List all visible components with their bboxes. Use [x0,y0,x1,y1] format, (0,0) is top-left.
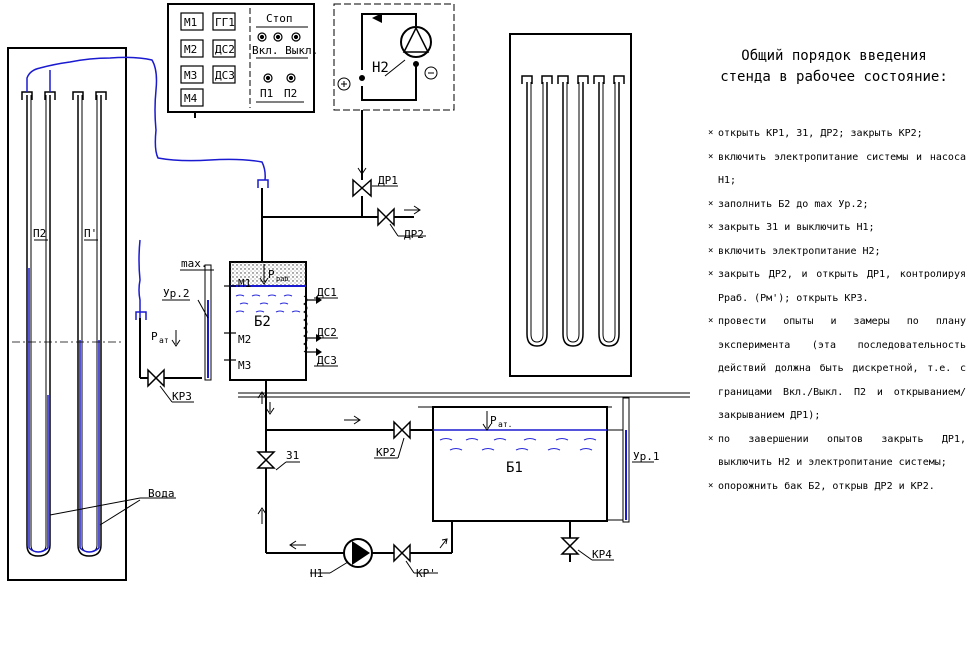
label-gauge-m3: М3 [238,359,251,372]
label-tank-b1: Б1 [506,460,523,476]
label-gauge-m1: М1 [238,277,251,290]
left-panel-frame [7,47,127,581]
label-p-at: P [490,414,497,427]
procedure-step: включить электропитание системы и насоса… [708,146,966,193]
flexible-hose [26,56,266,181]
procedure-step: опорожнить бак Б2, открыв ДР2 и КР2. [708,475,966,499]
valve-dr2[interactable] [377,207,395,227]
label-ur2: Ур.2 [163,287,190,300]
procedure-step: закрыть ДР2, и открыть ДР1, контролируя … [708,263,966,310]
indicator-lamps [257,32,301,83]
procedure-step: открыть КР1, З1, ДР2; закрыть КР2; [708,122,966,146]
label-dc3: ДС3 [317,354,337,367]
label-ds3: ДС3 [215,69,235,82]
label-p-rab-sub: раб [276,275,289,283]
label-h2: Н2 [372,60,389,76]
label-max: max. [181,257,208,270]
label-ur1: Ур.1 [633,450,660,463]
label-voda: Вода [148,487,175,500]
label-m3: M3 [184,69,197,82]
procedure-title-line2: стенда в рабочее состояние: [720,69,948,85]
procedure-steps: открыть КР1, З1, ДР2; закрыть КР2; включ… [708,122,966,498]
valve-kr3[interactable] [147,368,165,388]
right-tube-panel [509,33,632,377]
tube-fittings [21,91,107,100]
b2-gauges [224,285,236,361]
label-kr3: КР3 [172,390,192,403]
valve-dr1[interactable] [352,178,372,198]
label-p-atm-left-sub: ат [159,336,169,345]
procedure-title: Общий порядок введения стенда в рабочее … [702,46,966,88]
procedure-step: закрыть З1 и выключить Н1; [708,216,966,240]
control-panel-frame [167,3,315,113]
tube-p1 [77,95,102,557]
level-gauge-ur2 [204,264,212,381]
label-gauge-m2: М2 [238,333,251,346]
label-tube-p2: П2 [33,227,46,240]
procedure-step: по завершении опытов закрыть ДР1, выключ… [708,428,966,475]
pump-h2-box [333,3,455,111]
label-tube-p1: П' [84,227,97,240]
level-gauge-ur1 [622,397,630,523]
valve-kr1[interactable] [393,543,411,563]
label-h1: Н1 [310,567,323,580]
label-kr1: КР' [416,567,436,580]
procedure-title-line1: Общий порядок введения [741,48,927,64]
label-p-at-sub: ат. [498,420,512,429]
label-dr1: ДР1 [378,174,398,187]
label-p1: П1 [260,87,273,100]
label-dc1: ДС1 [317,286,337,299]
label-tank-b2: Б2 [254,314,271,330]
panel-buttons [180,12,236,107]
label-kr2: КР2 [376,446,396,459]
label-p-atm-left: P [151,330,158,343]
label-ds2: ДС2 [215,43,235,56]
label-m1: M1 [184,16,197,29]
tube-p2 [26,95,51,557]
label-vkl-vykl: Вкл. Выкл. [252,44,318,57]
label-m2: M2 [184,43,197,56]
label-dc2: ДС2 [317,326,337,339]
label-stop: Стоп [266,12,293,25]
procedure-step: заполнить Б2 до max Ур.2; [708,193,966,217]
ds-sensors [306,296,322,356]
procedure-step: включить электропитание Н2; [708,240,966,264]
b2-water [235,294,301,313]
tube-water [28,268,100,553]
label-kr4: КР4 [592,548,612,561]
label-m4: M4 [184,92,198,105]
label-p2: П2 [284,87,297,100]
label-p-rab: P [268,268,275,281]
b1-water [439,438,597,451]
procedure-step: провести опыты и замеры по плану экспери… [708,310,966,428]
diagram-labels: M1 ГГ1 M2 ДС2 M3 ДС3 M4 Стоп Вкл. Выкл. … [33,12,660,580]
label-z1: З1 [286,449,299,462]
valve-kr4[interactable] [560,537,580,555]
right-tubes [521,75,625,347]
valve-z1[interactable] [256,451,276,469]
valve-kr2[interactable] [393,420,411,440]
label-gg1: ГГ1 [215,16,235,29]
label-dr2: ДР2 [404,228,424,241]
